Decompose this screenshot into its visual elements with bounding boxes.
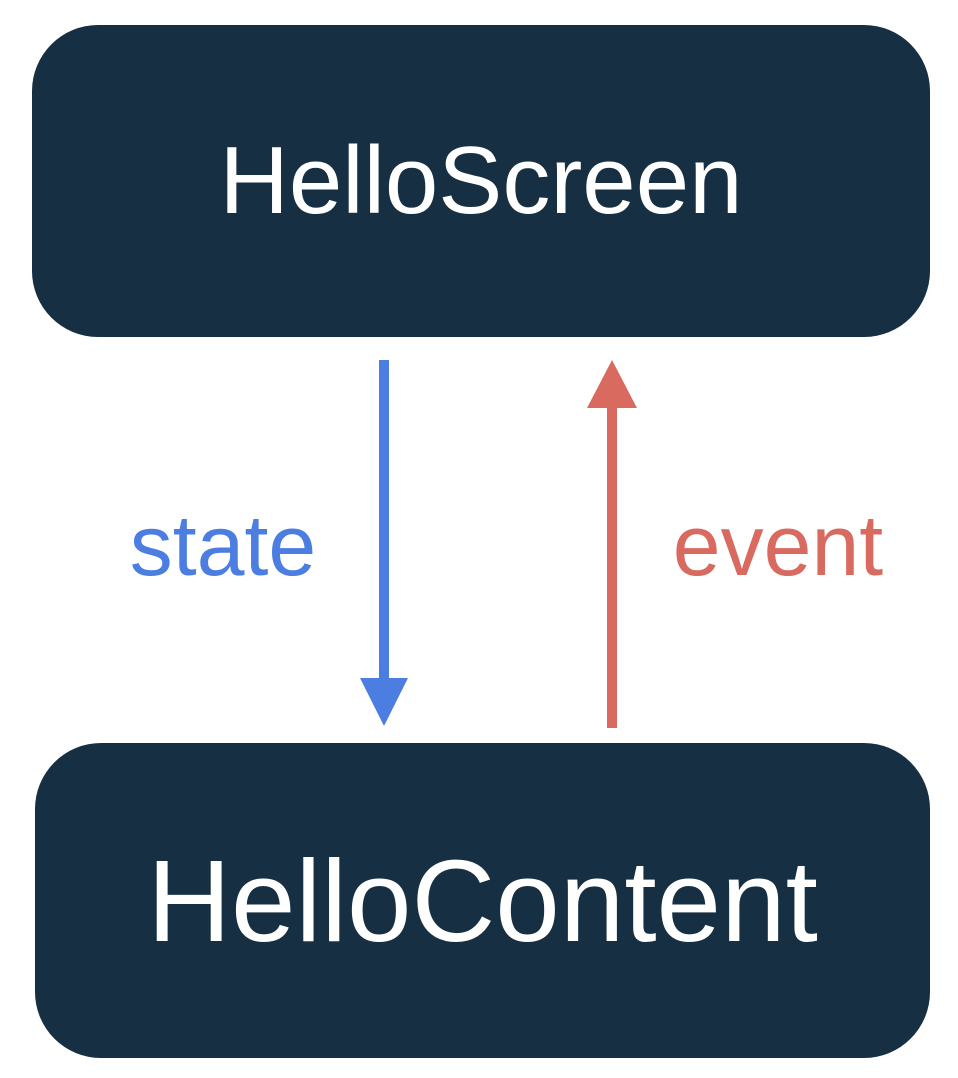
node-helloscreen: HelloScreen <box>32 25 930 337</box>
event-arrow-label: event <box>672 498 884 594</box>
state-arrow-label: state <box>129 498 317 594</box>
node-helloscreen-label: HelloScreen <box>219 127 743 234</box>
node-hellocontent-label: HelloContent <box>147 835 818 966</box>
down-arrow-icon <box>360 360 408 726</box>
node-hellocontent: HelloContent <box>35 743 930 1058</box>
up-arrow-icon <box>587 360 637 728</box>
